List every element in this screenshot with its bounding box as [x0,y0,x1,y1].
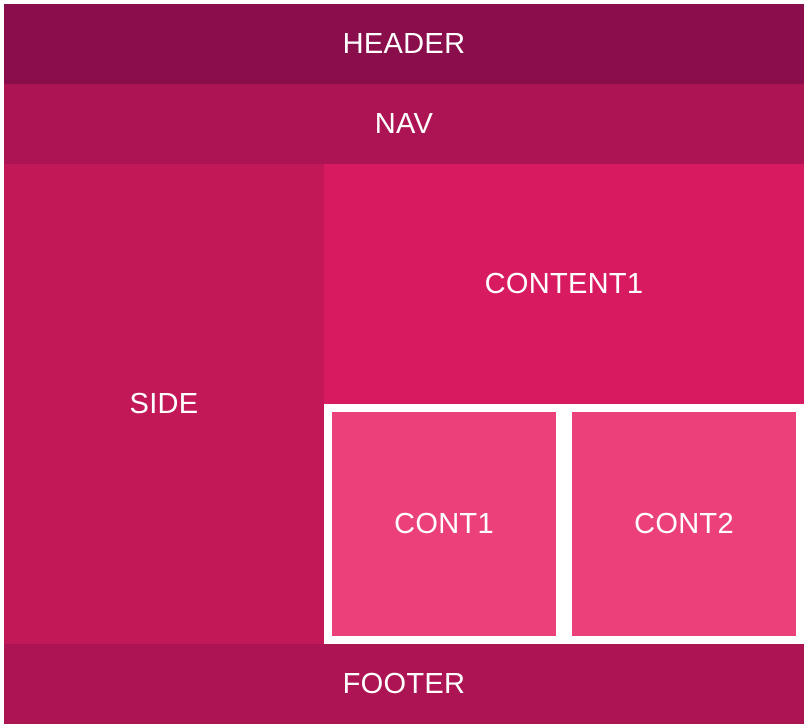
nav-label: NAV [374,107,434,140]
side-label: SIDE [129,387,199,420]
nav-region: NAV [4,84,804,164]
content1-label: CONTENT1 [484,267,644,300]
cont1-label: CONT1 [394,507,494,540]
side-region: SIDE [4,164,324,644]
header-label: HEADER [342,27,466,60]
cont2-label: CONT2 [634,507,734,540]
layout-diagram: HEADER NAV SIDE CONTENT1 CONT1 CONT2 FOO… [4,4,804,724]
content1-region: CONTENT1 [324,164,804,404]
footer-label: FOOTER [342,667,466,700]
header-region: HEADER [4,4,804,84]
footer-region: FOOTER [4,644,804,724]
cont1-region: CONT1 [332,412,556,636]
cont2-region: CONT2 [572,412,796,636]
